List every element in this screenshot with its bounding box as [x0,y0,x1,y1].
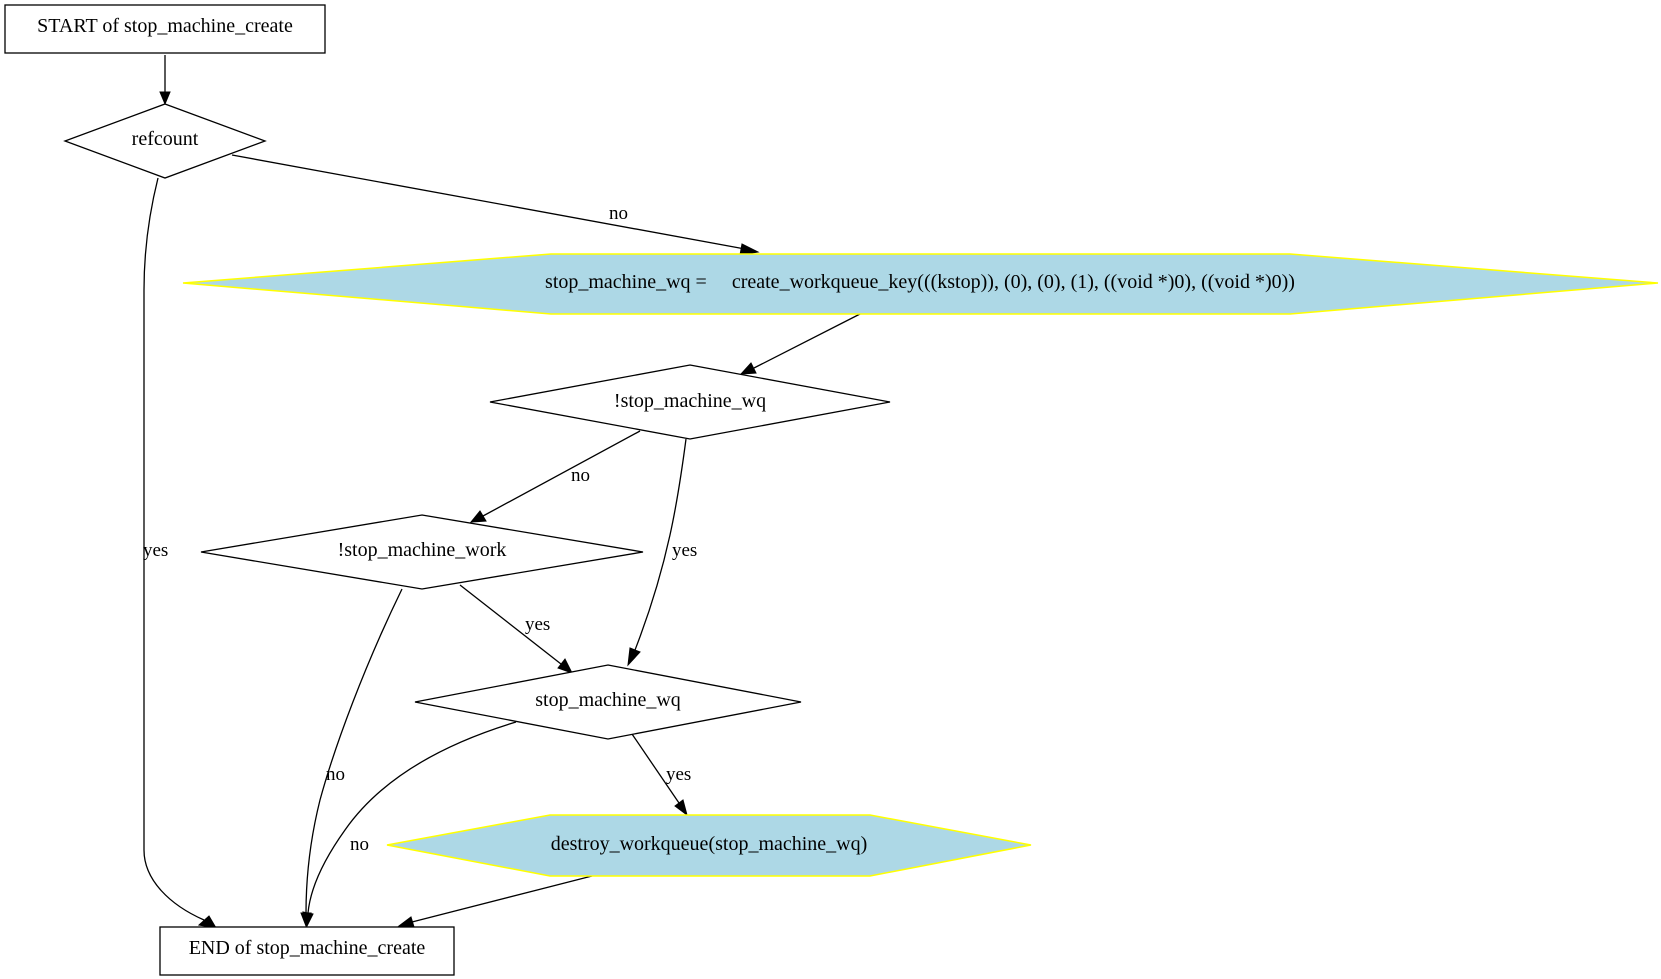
start-node-label: START of stop_machine_create [37,15,293,37]
decision-wq: stop_machine_wq [414,664,802,740]
edge-label-refcount-yes: yes [143,540,168,561]
edge-label-wq-yes: yes [666,764,691,785]
edge-start-to-refcount [159,55,171,106]
edge-label-wq-no: no [350,834,369,855]
edge-wq-yes [631,733,688,817]
decision-not-wq-label: !stop_machine_wq [614,390,766,412]
action-destroy-workqueue: destroy_workqueue(stop_machine_wq) [386,814,1032,877]
action-create-workqueue-label: stop_machine_wq = create_workqueue_key((… [545,271,1295,293]
edge-create-to-not-wq [739,313,861,375]
edge-wq-no [302,721,517,928]
edge-label-not-wq-no: no [571,465,590,486]
edge-not-wq-yes [627,438,687,667]
edge-refcount-no [231,154,760,256]
edge-not-work-no [300,588,403,928]
edge-label-not-wq-yes: yes [672,540,697,561]
edge-label-refcount-no: no [609,203,628,224]
action-destroy-workqueue-label: destroy_workqueue(stop_machine_wq) [551,833,868,855]
decision-not-wq: !stop_machine_wq [489,364,891,440]
edge-label-not-work-yes: yes [525,614,550,635]
decision-not-work-label: !stop_machine_work [338,539,507,561]
edge-not-wq-no [469,430,641,523]
end-node-label: END of stop_machine_create [189,937,426,959]
decision-not-work: !stop_machine_work [200,514,644,590]
decision-refcount-label: refcount [132,128,199,150]
decision-refcount: refcount [63,103,267,179]
start-node: START of stop_machine_create [4,4,326,54]
action-create-workqueue: stop_machine_wq = create_workqueue_key((… [182,253,1659,315]
decision-wq-label: stop_machine_wq [535,689,681,711]
edge-destroy-to-end [397,875,593,928]
edge-label-not-work-no: no [326,764,345,785]
edge-not-work-yes [459,584,574,674]
end-node: END of stop_machine_create [159,926,455,976]
nodes: START of stop_machine_create refcount st… [4,4,1659,976]
edges: yes no no yes yes [143,55,861,929]
